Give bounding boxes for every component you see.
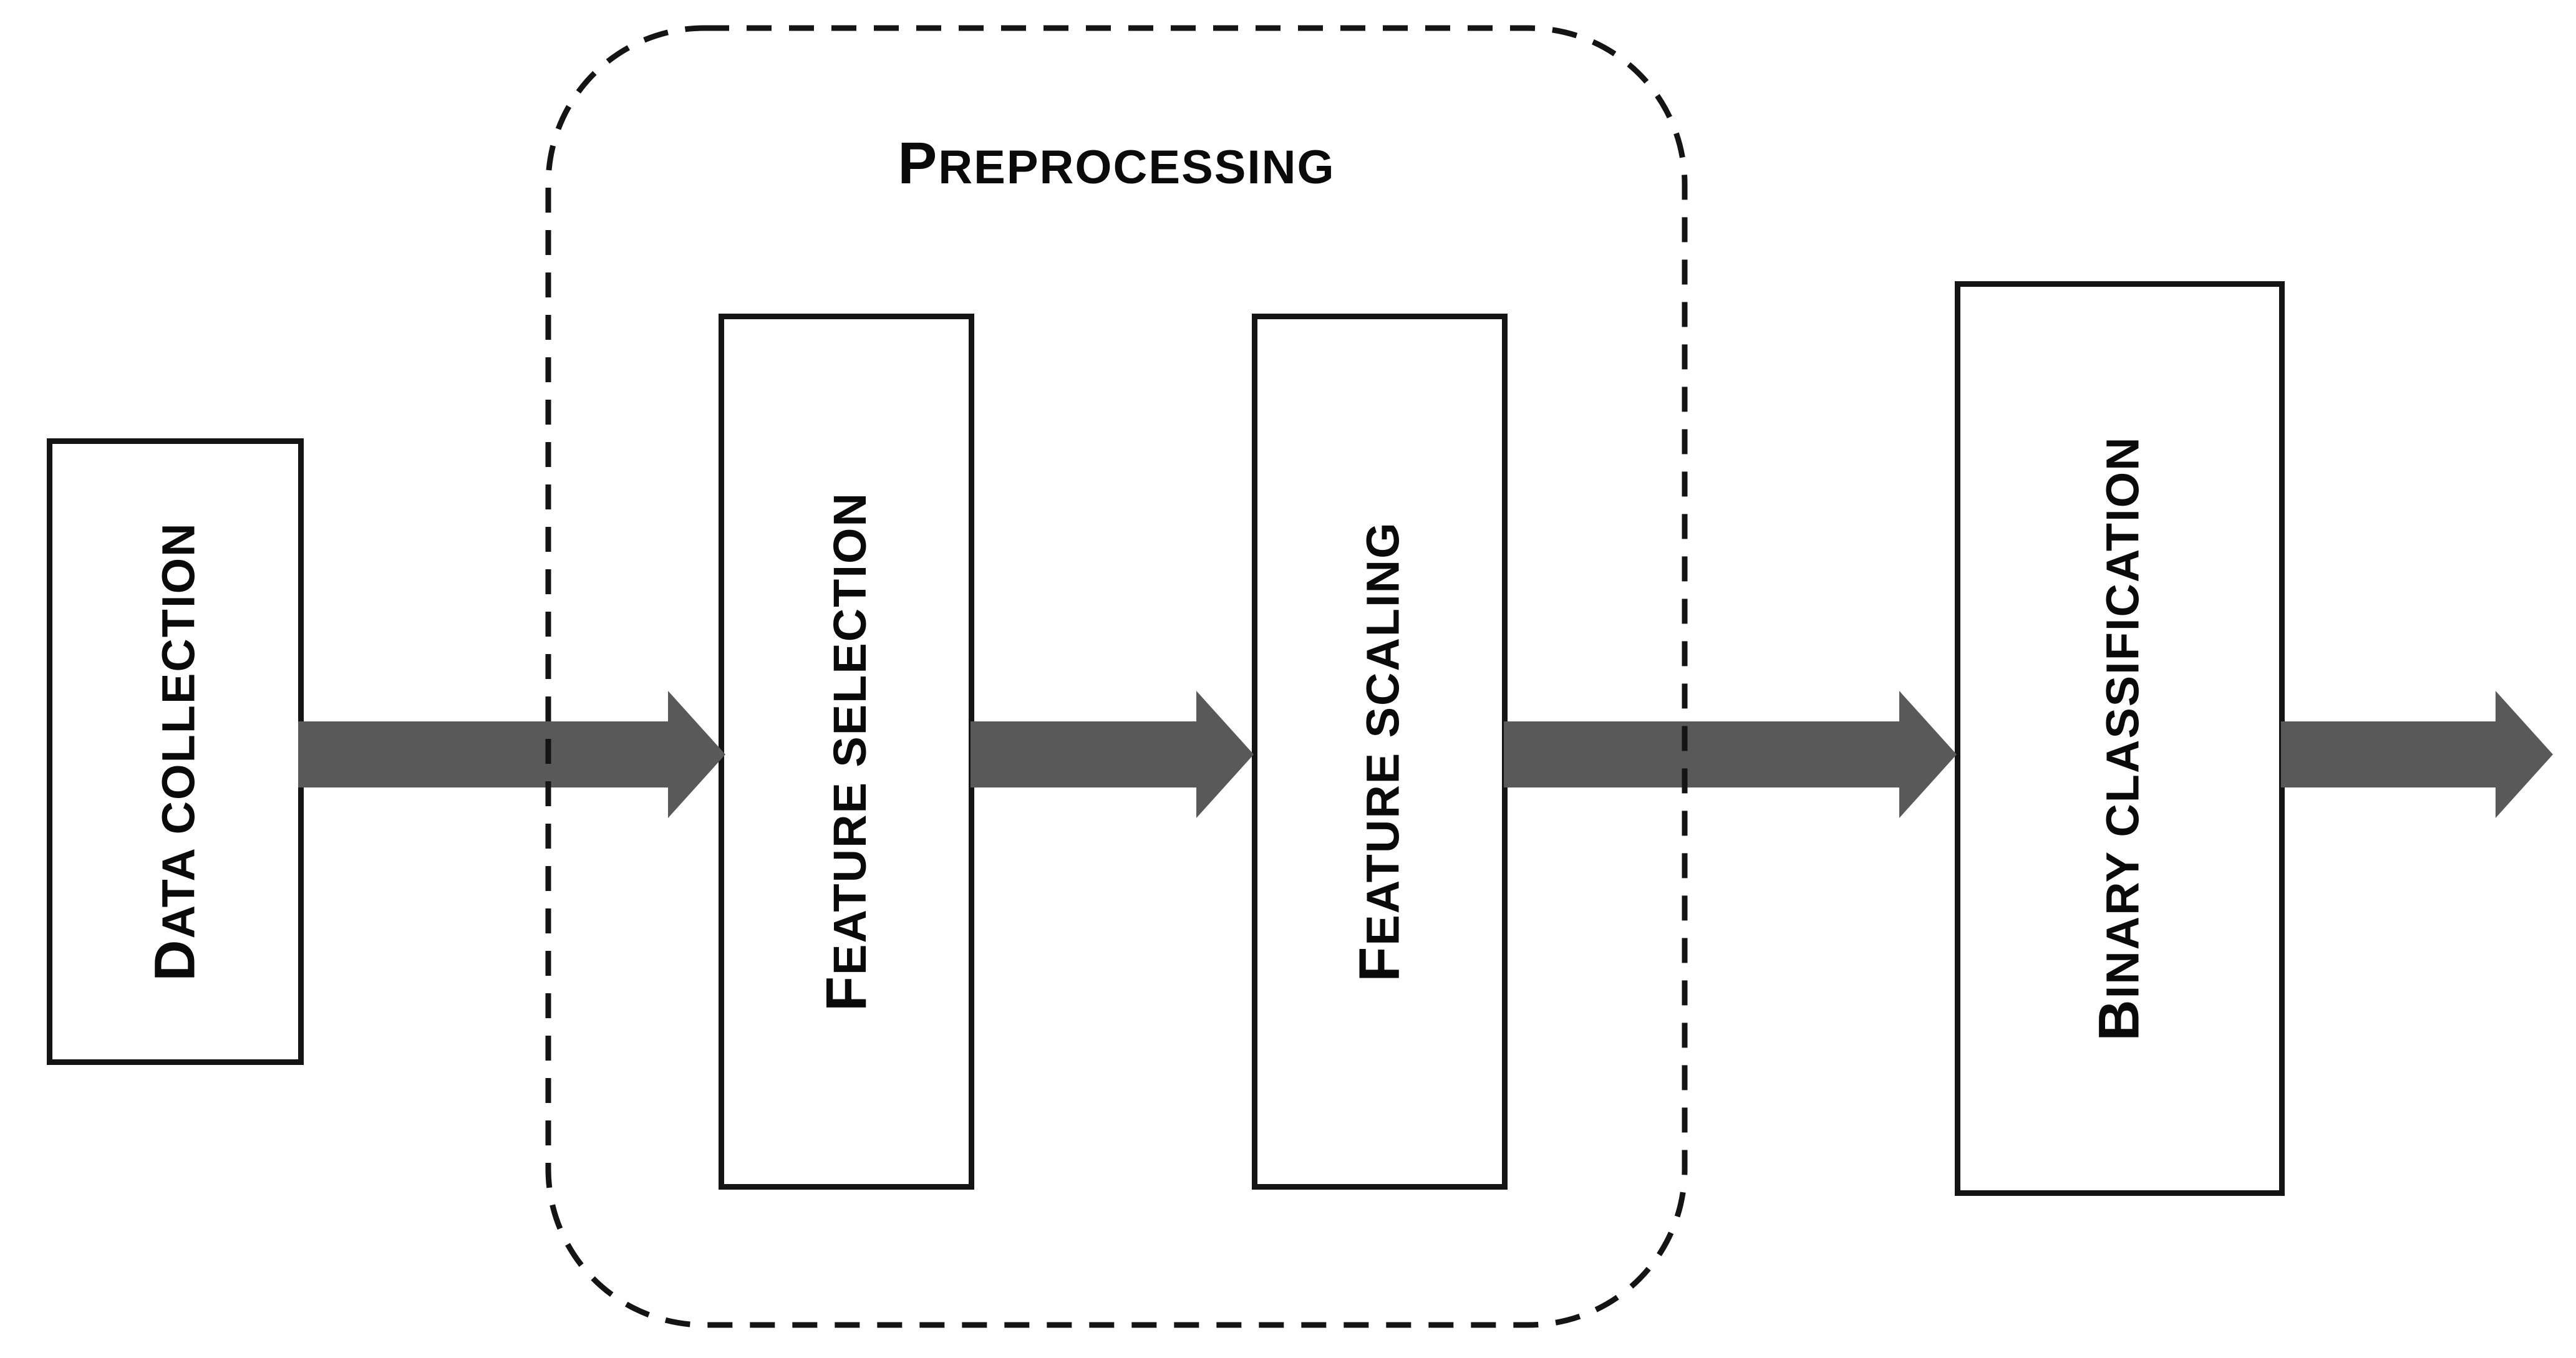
node-feature-scaling: FEATURE SCALING [1252,314,1508,1190]
arrow-shaft [298,721,669,787]
arrow-right-icon [1196,691,1254,818]
preprocessing-group-title: PREPROCESSING [898,130,1335,196]
arrow-shaft [1504,721,1900,787]
flow-arrow-collection-to-selection [298,691,725,818]
node-label-data-collection: DATA COLLECTION [143,522,207,981]
flow-arrow-scaling-to-classification [1504,691,1957,818]
flow-arrow-classification-output [2281,691,2553,818]
arrow-shaft [971,721,1197,787]
arrow-right-icon [668,691,725,818]
arrow-shaft [2281,721,2496,787]
node-binary-classification: BINARY CLASSIFICATION [1955,281,2285,1196]
preprocessing-group-outline [545,25,1688,1328]
node-data-collection: DATA COLLECTION [47,438,304,1065]
arrow-right-icon [1899,691,1957,818]
node-label-binary-classification: BINARY CLASSIFICATION [2088,436,2151,1041]
arrow-right-icon [2496,691,2553,818]
flow-arrow-selection-to-scaling [971,691,1254,818]
